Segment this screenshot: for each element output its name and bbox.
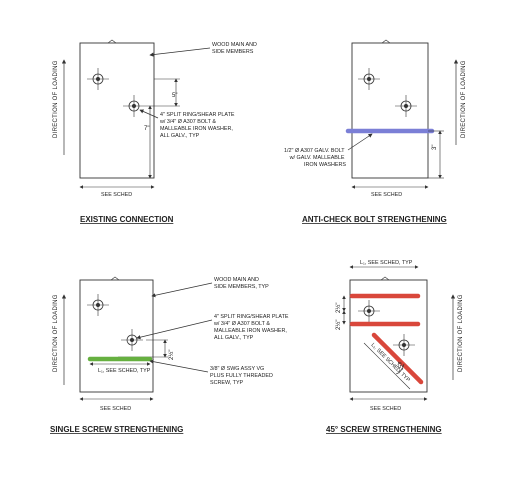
callout-screw: 3/8" Ø SWG ASSY VG PLUS FULLY THREADED S…: [210, 366, 274, 386]
panel-title: EXISTING CONNECTION: [80, 215, 174, 224]
panel-title: 45° SCREW STRENGTHENING: [326, 425, 442, 434]
panel-45-screw: L₁, SEE SCHED, TYP 2½" 2½" L₁, SEE SCHED…: [326, 260, 464, 434]
panel-existing-connection: 5" 7" SEE SCHED DIRECTION OF LOADING WOO…: [53, 39, 258, 224]
angle-label: 45°: [395, 361, 403, 372]
dimension-label: 3": [432, 145, 438, 150]
bolt-symbol: [123, 95, 145, 117]
sched-label: SEE SCHED: [101, 192, 132, 198]
length-label: L₁, SEE SCHED, TYP: [98, 368, 151, 374]
dimension-label: 7": [144, 126, 149, 132]
dimension-label: 2½": [335, 303, 342, 313]
callout-members: WOOD MAIN AND SIDE MEMBERS, TYP: [214, 277, 269, 290]
loading-direction-label: DIRECTION OF LOADING: [53, 294, 59, 372]
callout-anti-check-bolt: 1/2" Ø A307 GALV. BOLT w/ GALV. MALLEABL…: [284, 148, 346, 168]
break-mark: [107, 39, 117, 44]
sched-label: SEE SCHED: [371, 192, 402, 198]
dimension-label: 2½": [335, 320, 342, 330]
panel-title: ANTI-CHECK BOLT STRENGTHENING: [302, 215, 447, 224]
callout-members: WOOD MAIN AND SIDE MEMBERS: [212, 42, 258, 55]
bolt-symbol: [358, 300, 380, 322]
loading-direction-label: DIRECTION OF LOADING: [458, 294, 464, 372]
bolt-symbol: [395, 95, 417, 117]
sched-label: SEE SCHED: [370, 406, 401, 412]
screw-diagonal: [371, 332, 424, 385]
break-mark: [110, 276, 120, 281]
bolt-symbol: [87, 294, 109, 316]
loading-direction-label: DIRECTION OF LOADING: [53, 60, 59, 138]
callout-split-ring: 4" SPLIT RING/SHEAR PLATE w/ 3/4" Ø A307…: [159, 112, 236, 139]
panel-title: SINGLE SCREW STRENGTHENING: [50, 425, 183, 434]
break-mark: [380, 276, 390, 281]
bolt-symbol: [393, 334, 415, 356]
sched-label: SEE SCHED: [100, 406, 131, 412]
callout-split-ring: 4" SPLIT RING/SHEAR PLATE w/ 3/4" Ø A307…: [213, 314, 290, 341]
wood-member-outline: [79, 279, 154, 393]
bolt-symbol: [121, 329, 143, 351]
dimension-label: 5": [172, 93, 177, 99]
angle-arc: [395, 363, 405, 375]
bolt-symbol: [87, 68, 109, 90]
panel-anti-check-bolt: 3" SEE SCHED DIRECTION OF LOADING 1/2" Ø…: [284, 39, 467, 224]
break-mark: [381, 39, 391, 44]
wood-member-outline: [79, 42, 155, 179]
panel-single-screw: 2½" L₁, SEE SCHED, TYP SEE SCHED DIRECTI…: [50, 276, 290, 434]
wood-member-outline: [351, 42, 429, 179]
bolt-symbol: [358, 68, 380, 90]
loading-direction-label: DIRECTION OF LOADING: [461, 60, 467, 138]
dimension-label: 2½": [168, 350, 175, 360]
length-label: L₁, SEE SCHED, TYP: [360, 260, 413, 266]
